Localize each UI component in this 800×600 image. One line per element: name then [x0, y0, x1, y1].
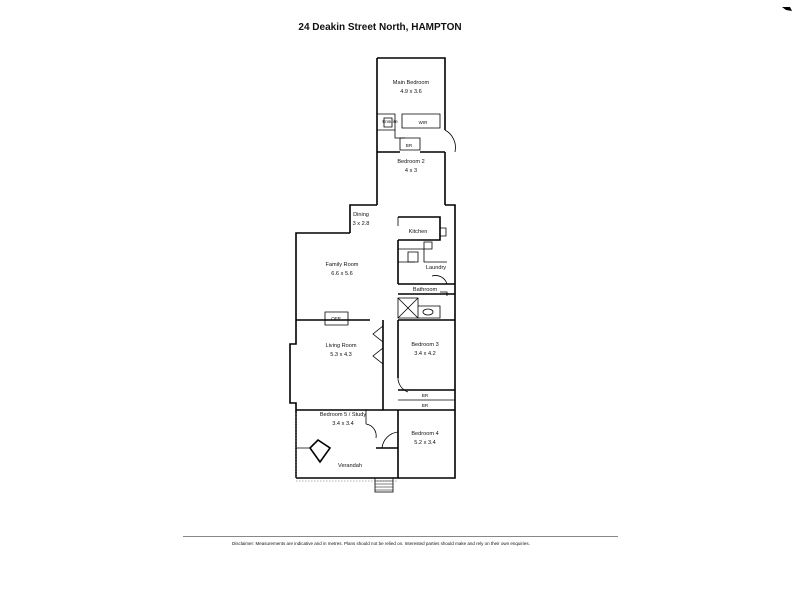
outer-walls — [289, 57, 456, 479]
bedroom4-name: Bedroom 4 — [411, 431, 438, 437]
ensuite-label: Ensuite — [382, 119, 398, 124]
page-title: 24 Deakin Street North, HAMPTON — [298, 22, 462, 33]
br-mid1-label: BR — [422, 393, 429, 398]
disclaimer-divider — [183, 536, 618, 537]
family-room-size: 6.6 x 5.6 — [331, 271, 352, 277]
br-mid2-label: BR — [422, 403, 429, 408]
dining-name: Dining — [353, 212, 369, 218]
bedroom2-size: 4 x 3 — [405, 168, 417, 174]
bathroom-name: Bathroom — [413, 287, 438, 293]
laundry-name: Laundry — [426, 265, 446, 271]
dining-size: 3 x 2.8 — [353, 221, 370, 227]
bedroom3-size: 3.4 x 4.2 — [414, 351, 435, 357]
verandah-name: Verandah — [338, 463, 362, 469]
living-room-size: 5.3 x 4.3 — [330, 352, 351, 358]
disclaimer-text: Disclaimer: Measurements are indicative … — [232, 541, 530, 546]
family-room-name: Family Room — [326, 262, 359, 268]
bedroom2-name: Bedroom 2 — [397, 159, 424, 165]
corner-mark — [780, 0, 794, 11]
kitchen-name: Kitchen — [409, 229, 428, 235]
wir-label: WIR — [419, 120, 429, 125]
living-room-name: Living Room — [325, 343, 356, 349]
bedroom5-name: Bedroom 5 / Study — [320, 412, 367, 418]
front-steps — [374, 477, 394, 493]
ofp-label: OFP — [331, 316, 340, 321]
br-top-label: BR — [406, 143, 413, 148]
bedroom4-size: 5.2 x 3.4 — [414, 440, 435, 446]
interior-walls — [296, 113, 456, 478]
main-bedroom-size: 4.9 x 3.6 — [400, 89, 421, 95]
main-bedroom-name: Main Bedroom — [393, 80, 430, 86]
bedroom3-name: Bedroom 3 — [411, 342, 438, 348]
bedroom5-size: 3.4 x 3.4 — [332, 421, 353, 427]
